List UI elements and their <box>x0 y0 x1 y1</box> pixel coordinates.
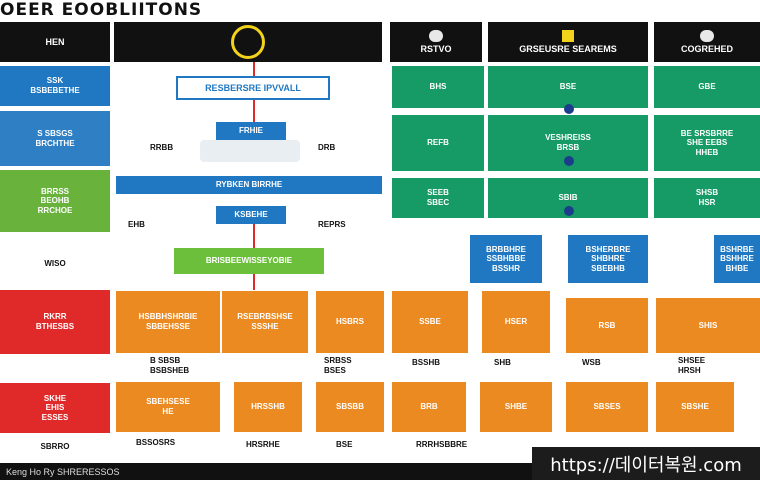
orange-cell: HSBRS <box>316 291 384 353</box>
cloud-icon <box>428 30 443 42</box>
flow-side-right-2: REPRS <box>318 220 346 229</box>
flow-side-right: DRB <box>318 143 336 152</box>
flow-banner: RYBKEN BIRRHE <box>116 176 382 194</box>
teal-cell: REFB <box>392 115 484 171</box>
flow-connector <box>253 100 255 122</box>
left-label-6: SKHE EHIS ESSES <box>0 383 110 433</box>
flow-connector <box>253 62 255 76</box>
orange-cell: SSBE <box>392 291 468 353</box>
network-node-icon <box>564 104 574 114</box>
blue-cell: BSHRBE BSHHRE BHBE <box>714 235 760 283</box>
cloud-icon <box>699 30 714 42</box>
orange-cell: SBSHE <box>656 382 734 432</box>
header-center <box>114 22 382 62</box>
bottom-label: HRSRHE <box>246 440 280 449</box>
mid-text: SHB <box>494 358 511 367</box>
watermark: https://데이터복원.com <box>532 447 760 480</box>
orange-cell: SHIS <box>656 298 760 353</box>
teal-cell: BE SRSBRRE SHE EEBS HHEB <box>654 115 760 171</box>
flow-box-3: KSBEHE <box>216 206 286 224</box>
left-label-5: RKRR BTHESBS <box>0 290 110 354</box>
orange-cell: SBEHSESE HE <box>116 382 220 432</box>
teal-cell: SEEB SBEC <box>392 178 484 218</box>
orange-cell: HSBBHSHRBIE SBBEHSSE <box>116 291 220 353</box>
orange-cell: BRB <box>392 382 466 432</box>
blue-cell: BSHERBRE SHBHRE SBEBHB <box>568 235 648 283</box>
teal-cell: BSE <box>488 66 648 108</box>
flow-box-top: RESBERSRE IPVVALL <box>176 76 330 100</box>
teal-cell: BHS <box>392 66 484 108</box>
teal-cell: SHSB HSR <box>654 178 760 218</box>
header-col3-label: COGREHED <box>680 44 733 54</box>
orange-cell: SBSES <box>566 382 648 432</box>
page-title: OEER EOOBLIITONS <box>0 0 203 20</box>
teal-cell: GBE <box>654 66 760 108</box>
left-label-2: S SBSGS BRCHTHE <box>0 111 110 166</box>
orange-cell: SBSBB <box>316 382 384 432</box>
header-col1: RSTVO <box>390 22 482 62</box>
left-label-1: SSK BSBEBETHE <box>0 66 110 106</box>
header-col2: GRSEUSRE SEAREMS <box>488 22 648 62</box>
orange-cell: RSB <box>566 298 648 353</box>
flow-connector <box>253 224 255 248</box>
orange-cell: RSEBRBSHSE SSSHE <box>222 291 308 353</box>
mid-text: SHSEE HRSH <box>678 356 706 375</box>
left-label-3: BRRSS BEOHB RRCHOE <box>0 170 110 232</box>
bottom-label: RRRHSBBRE <box>416 440 468 449</box>
flow-connector <box>253 274 255 290</box>
mid-text: B SBSB BSBSHEB <box>150 356 190 375</box>
network-node-icon <box>564 206 574 216</box>
flow-box-2: FRHIE <box>216 122 286 140</box>
flow-platform <box>200 140 300 162</box>
bottom-label: BSE <box>336 440 353 449</box>
mid-text: WSB <box>582 358 601 367</box>
flow-side-left: RRBB <box>150 143 174 152</box>
header-col2-label: GRSEUSRE SEAREMS <box>519 44 617 54</box>
orange-cell: HSER <box>482 291 550 353</box>
network-node-icon <box>564 156 574 166</box>
mid-text: SRBSS BSES <box>324 356 352 375</box>
orange-cell: HRSSHB <box>234 382 302 432</box>
orange-cell: SHBE <box>480 382 552 432</box>
blue-cell: BRBBHRE SSBHBBE BSSHR <box>470 235 542 283</box>
flow-side-left-2: EHB <box>128 220 145 229</box>
badge-icon <box>562 30 574 42</box>
seal-icon <box>231 25 265 59</box>
left-label-7: SBRRO <box>0 436 110 458</box>
footer-text: Keng Ho Ry SHRERESSOS <box>6 466 120 477</box>
header-col1-label: RSTVO <box>420 44 452 54</box>
header-left: HEN <box>0 22 110 62</box>
bottom-label: BSSOSRS <box>136 438 176 447</box>
mid-text: BSSHB <box>412 358 441 367</box>
left-label-4: WISO <box>0 240 110 288</box>
flow-green-box: BRISBEEWISSEYOBIE <box>174 248 324 274</box>
header-col3: COGREHED <box>654 22 760 62</box>
